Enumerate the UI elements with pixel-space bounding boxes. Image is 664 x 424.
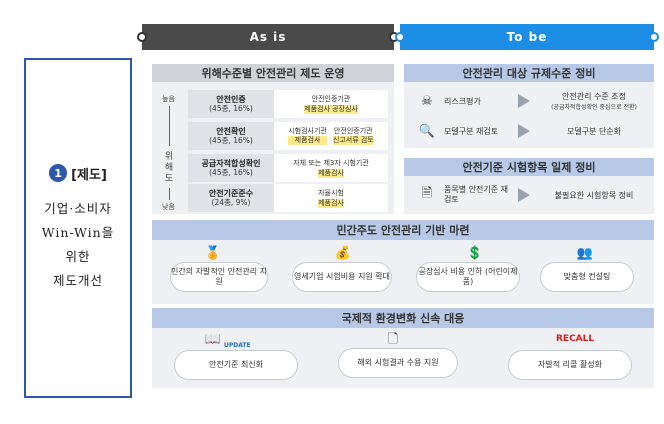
regulation-check: 제품검사 — [318, 198, 344, 208]
initiative-chip: 맞춤형 컨설팅 — [540, 262, 634, 292]
recall-label: RECALL — [556, 334, 595, 344]
level-low: 낮음 — [162, 203, 175, 211]
regulation-count: (24종, 9%) — [211, 198, 251, 207]
regulation-body: 자체 또는 제3자 시험기관 — [293, 158, 369, 167]
tobe-row: ☠ 리스크평가 안전관리 수준 조정 (공급자적합성확인 중심으로 전환) — [404, 88, 654, 114]
initiative-chip: 영세기업 시험비용 지원 확대 — [292, 262, 392, 292]
initiative-chip: 민간의 자발적인 안전관리 지원 — [170, 262, 268, 292]
tobe-row: 🔍 모델구분 재검토 모델구분 단순화 — [404, 118, 654, 144]
tobe-panel-title: 안전관리 대상 규제수준 정비 — [404, 64, 654, 82]
update-label: UPDATE — [224, 342, 251, 349]
medal-icon: 🏅 — [204, 245, 222, 261]
regulation-body: 시험검사기관 — [288, 127, 327, 135]
level-high: 높음 — [162, 95, 175, 103]
regulation-count: (45종, 16%) — [209, 168, 253, 177]
header-dot-icon — [649, 32, 659, 42]
regulation-name: 안전확인 — [216, 127, 246, 136]
regulation-body: 안전인증기관 — [333, 127, 373, 135]
regulation-check: 제품검사 공장심사 — [304, 104, 358, 114]
tobe-header-label: To be — [506, 30, 548, 44]
consulting-icon: 👥 — [576, 245, 594, 261]
regulation-count: (45종, 16%) — [209, 104, 253, 113]
arrow-right-icon — [518, 94, 530, 108]
regulation-check: 신고서류 검토 — [332, 136, 374, 145]
tobe-row: 🗎 품목별 안전기준 재검토 불필요한 시험항목 정비 — [404, 182, 654, 208]
tobe-row-left: 리스크평가 — [444, 96, 481, 106]
down-arrow-icon — [169, 188, 170, 200]
money-bag-icon: 💰 — [334, 245, 352, 261]
category-title: 1 [제도] — [49, 164, 107, 183]
initiative-chip: 자발적 리콜 활성화 — [508, 350, 632, 380]
category-box: 1 [제도] 기업·소비자 Win-Win을 위한 제도개선 — [24, 58, 132, 398]
tobe-row-right: 안전관리 수준 조정 — [562, 92, 626, 101]
axis-label: 위해도 — [164, 152, 174, 184]
category-line: Win-Win을 — [41, 224, 115, 240]
regulation-name: 안전인증 — [216, 95, 246, 104]
risk-icon: ☠ — [421, 93, 433, 109]
document-icon: 🗋 — [387, 332, 399, 347]
category-line: 기업·소비자 — [44, 200, 112, 216]
regulation-name: 공급자적합성확인 — [201, 159, 261, 168]
tobe-row-left: 모델구분 재검토 — [444, 126, 499, 136]
number-badge: 1 — [49, 164, 68, 182]
arrow-right-icon — [518, 124, 530, 138]
header-dot-icon — [137, 32, 147, 42]
regulation-check: 제품검사 — [318, 168, 344, 178]
regulation-body: 안전인증기관 — [311, 94, 351, 103]
regulation-count: (45종, 16%) — [209, 136, 253, 145]
tobe-row-right-sub: (공급자적합성확인 중심으로 전환) — [551, 104, 637, 111]
coins-down-icon: 💲 — [466, 245, 484, 261]
tobe-row-right: 불필요한 시험항목 정비 — [554, 190, 634, 200]
band-title: 국제적 환경변화 신속 대응 — [152, 308, 654, 328]
private-led-band: 민간주도 안전관리 기반 마련 🏅 민간의 자발적인 안전관리 지원 💰 영세기… — [152, 220, 654, 304]
regulation-check: 제품검사 — [288, 136, 327, 145]
tobe-row-left: 품목별 안전기준 재검토 — [444, 185, 508, 204]
header-dot-icon — [395, 32, 405, 42]
asis-header: As is — [137, 24, 399, 50]
regulation-name: 안전기준준수 — [208, 189, 254, 198]
asis-panel-title: 위해수준별 안전관리 제도 운영 — [152, 64, 394, 82]
category-label: [제도] — [71, 167, 107, 183]
initiative-chip: 해외 시험결과 수용 지원 — [338, 348, 458, 378]
category-line: 제도개선 — [52, 272, 103, 288]
global-response-band: 국제적 환경변화 신속 대응 📖 UPDATE 안전기준 최신화 🗋 해외 시험… — [152, 308, 654, 388]
asis-header-label: As is — [249, 30, 287, 44]
up-arrow-icon — [169, 106, 170, 146]
category-line: 위한 — [65, 248, 91, 264]
initiative-chip: 공장심사 비용 인하 (어린이제품) — [416, 262, 520, 292]
tobe-panel-title: 안전기준 시험항목 일제 정비 — [404, 158, 654, 176]
regulation-body: 자율시험 — [318, 188, 344, 197]
tobe-panel-test: 안전기준 시험항목 일제 정비 🗎 품목별 안전기준 재검토 불필요한 시험항목… — [404, 158, 654, 214]
tobe-panel-regulation: 안전관리 대상 규제수준 정비 ☠ 리스크평가 안전관리 수준 조정 (공급자적… — [404, 64, 654, 148]
document-search-icon: 🗎 — [421, 186, 433, 201]
magnifier-icon: 🔍 — [418, 123, 436, 139]
tobe-row-right: 모델구분 단순화 — [566, 126, 622, 136]
band-title: 민간주도 안전관리 기반 마련 — [152, 220, 654, 240]
asis-panel: 위해수준별 안전관리 제도 운영 높음 위해도 낮음 안전인증(45종, 16%… — [152, 64, 394, 214]
arrow-right-icon — [518, 188, 530, 202]
book-icon: 📖 — [204, 331, 222, 347]
tobe-header: To be — [395, 24, 659, 50]
initiative-chip: 안전기준 최신화 — [174, 350, 298, 380]
